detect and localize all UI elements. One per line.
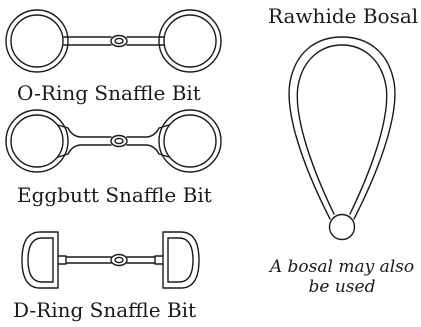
eggbutt-snaffle-bit-icon xyxy=(5,109,222,173)
rawhide-bosal-icon xyxy=(288,36,396,241)
o-ring-snaffle-bit-icon xyxy=(5,9,222,73)
bosal-note-line-2: be used xyxy=(308,277,376,297)
d-ring-snaffle-bit-icon xyxy=(21,231,200,289)
o-ring-snaffle-bit-label: O-Ring Snaffle Bit xyxy=(17,81,201,105)
d-ring-snaffle-bit-label: D-Ring Snaffle Bit xyxy=(13,298,197,322)
eggbutt-snaffle-bit-label: Eggbutt Snaffle Bit xyxy=(17,183,212,207)
bosal-note-line-1: A bosal may also xyxy=(269,257,415,277)
rawhide-bosal-title: Rawhide Bosal xyxy=(268,4,419,28)
